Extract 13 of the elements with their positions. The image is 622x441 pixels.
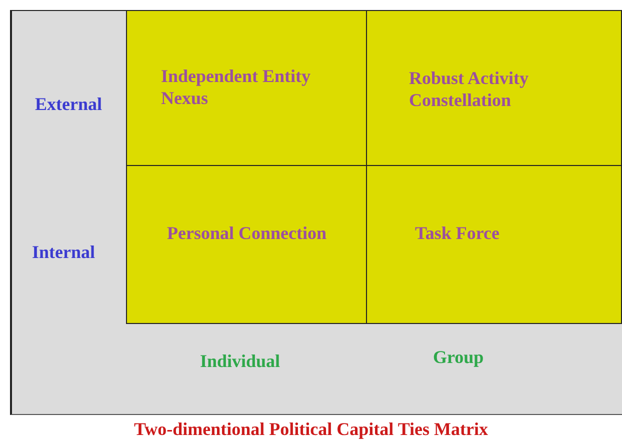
matrix-cell bbox=[126, 165, 367, 324]
matrix-cell bbox=[126, 10, 367, 166]
cell-label: Task Force bbox=[415, 222, 501, 244]
column-label: Group bbox=[433, 347, 484, 368]
row-label: Internal bbox=[32, 242, 95, 263]
matrix-cell bbox=[366, 10, 622, 166]
caption: Two-dimentional Political Capital Ties Matrix bbox=[134, 419, 488, 439]
column-label: Individual bbox=[200, 351, 280, 372]
row-label: External bbox=[35, 94, 102, 115]
cell-label: Personal Connection bbox=[167, 222, 328, 244]
cell-label: Independent Entity Nexus bbox=[161, 65, 312, 109]
cell-label: Robust Activity Constellation bbox=[409, 67, 530, 111]
matrix-cell bbox=[366, 165, 622, 324]
